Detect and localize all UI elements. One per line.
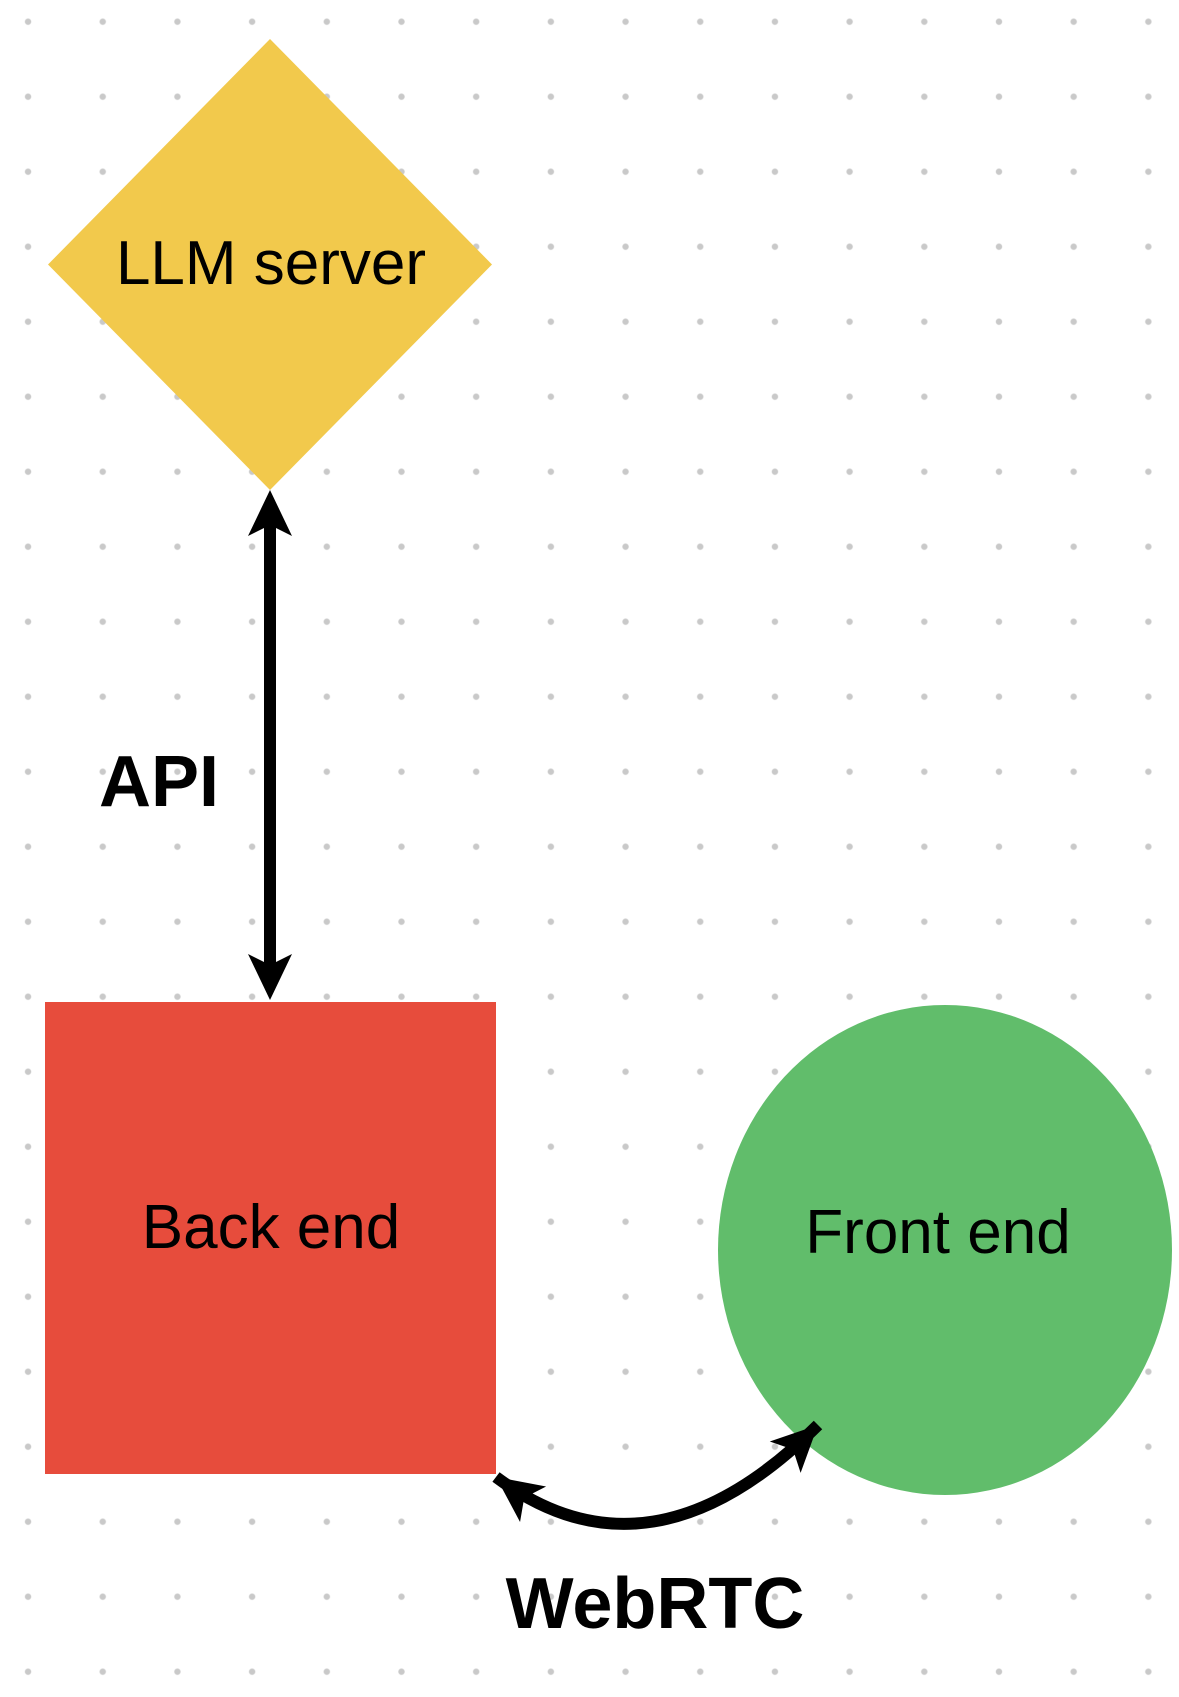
- api-arrow-head-top[interactable]: [248, 490, 292, 536]
- webrtc-arrow-curve[interactable]: [492, 1420, 823, 1530]
- api-edge-label: API: [98, 742, 220, 822]
- webrtc-arrow-head-right[interactable]: [769, 1409, 834, 1473]
- llm-server-node-diamond[interactable]: [48, 39, 492, 490]
- llm-server-node-label: LLM server: [115, 229, 427, 298]
- webrtc-edge-label: WebRTC: [505, 1564, 805, 1644]
- webrtc-arrow[interactable]: [483, 1409, 834, 1530]
- back-end-node-label: Back end: [141, 1193, 401, 1262]
- front-end-node-circle[interactable]: [718, 1005, 1172, 1495]
- api-arrow[interactable]: [248, 490, 292, 1000]
- back-end-node-square[interactable]: [45, 1002, 496, 1474]
- api-arrow-head-bottom[interactable]: [248, 954, 292, 1000]
- webrtc-arrow-head-left[interactable]: [483, 1459, 547, 1522]
- front-end-node-label: Front end: [805, 1198, 1071, 1267]
